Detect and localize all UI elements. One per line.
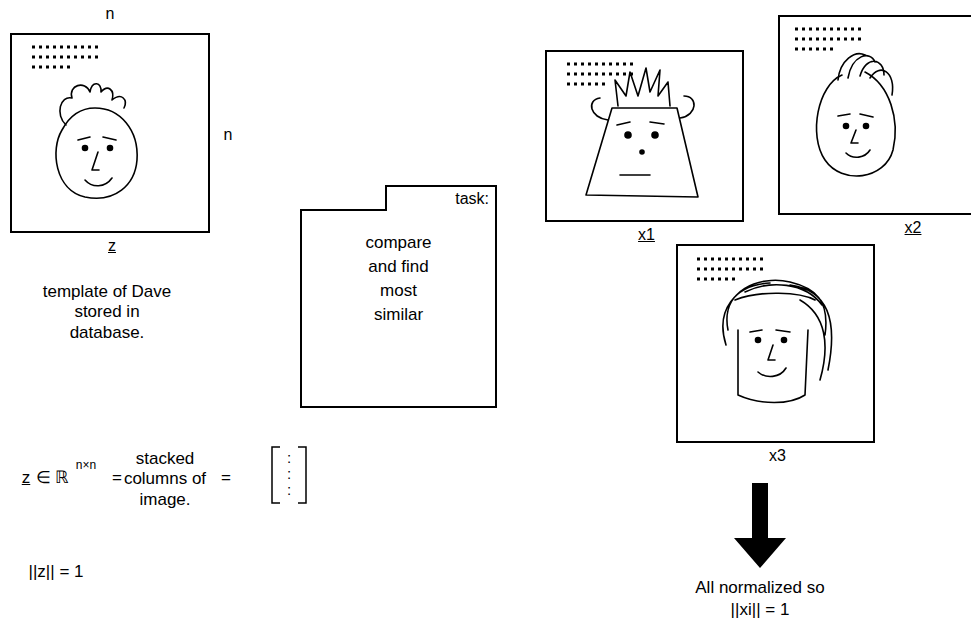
image-label: x3 xyxy=(769,447,786,465)
note-text: ||xi|| = 1 xyxy=(731,600,790,620)
note-text: template of Dave stored in database. xyxy=(42,282,172,343)
note-text: n xyxy=(224,125,233,144)
note-text: ||z|| = 1 xyxy=(29,562,84,582)
image-frame: x1 xyxy=(545,50,744,222)
vector-entry: : xyxy=(287,449,291,467)
note-text: ∈ ℝ xyxy=(36,468,69,488)
note-text: = xyxy=(112,468,122,488)
face-outline xyxy=(817,72,896,176)
folder-tab: task: xyxy=(385,185,497,211)
face-outline xyxy=(738,330,808,403)
image-label: x1 xyxy=(638,226,655,244)
note-text: stacked columns of image. xyxy=(115,449,215,510)
image-frame: x2 xyxy=(778,15,971,215)
hair xyxy=(60,84,125,125)
down-arrow xyxy=(734,483,786,568)
note-text: n×n xyxy=(76,458,96,472)
face-outline xyxy=(586,108,698,197)
face-outline xyxy=(56,108,137,198)
vector-entry: : xyxy=(287,465,291,483)
image-label: z xyxy=(108,237,116,255)
vector-bracket xyxy=(272,447,306,503)
note-text: z xyxy=(22,468,31,488)
note-text: All normalized so xyxy=(695,578,824,598)
image-label: x2 xyxy=(905,219,922,237)
note-text: = xyxy=(221,468,231,488)
task-folder: task:compare and find most similar xyxy=(300,209,497,408)
image-frame: x3 xyxy=(676,244,875,443)
vector-entry: : xyxy=(287,481,291,499)
task-text: compare and find most similar xyxy=(354,231,444,327)
note-text: n xyxy=(106,4,115,23)
image-frame: z xyxy=(10,33,210,233)
